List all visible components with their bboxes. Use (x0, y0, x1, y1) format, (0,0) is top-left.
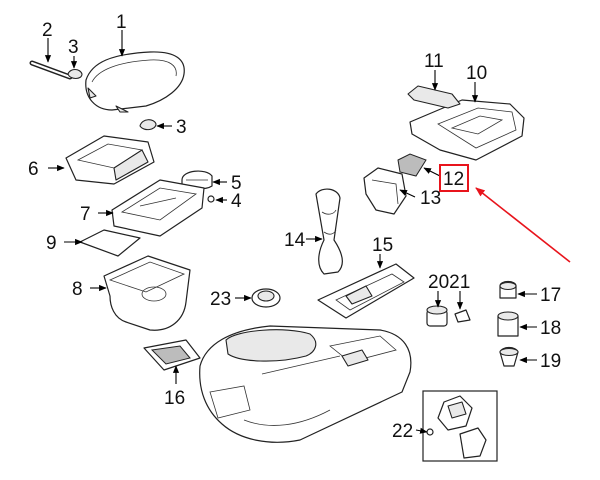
callout-19: 19 (540, 351, 561, 372)
highlight-arrow (475, 187, 571, 263)
callout-9: 9 (46, 233, 57, 254)
callout-10: 10 (466, 63, 487, 84)
callout-7: 7 (80, 204, 91, 225)
part-10-trim-panel (409, 99, 525, 161)
callout-12: 12 (443, 169, 464, 190)
callout-23: 23 (210, 289, 231, 310)
callout-8: 8 (72, 279, 83, 300)
part-8-storage-box (103, 255, 191, 331)
part-2-rod (29, 60, 73, 80)
part-20-plug (426, 305, 448, 327)
part-17-outlet (499, 280, 517, 299)
highlight-box (439, 164, 469, 192)
part-4-screw (207, 195, 215, 203)
part-14-shift-boot (315, 188, 343, 275)
callout-2: 2 (42, 20, 53, 41)
part-6-bin (65, 135, 155, 185)
callout-17: 17 (540, 285, 561, 306)
callout-16: 16 (164, 388, 185, 409)
part-1-armrest-lid (85, 51, 185, 113)
part-16-vent (143, 339, 201, 371)
callout-1: 1 (116, 12, 127, 33)
leader-lines (44, 30, 537, 434)
part-18-socket (497, 311, 519, 337)
part-15-shifter-bezel (317, 263, 415, 319)
part-21-clip (454, 309, 471, 323)
part-11-trim-piece (407, 85, 461, 109)
part-22-inset (422, 390, 498, 462)
callout-18: 18 (540, 318, 561, 339)
callout-5: 5 (231, 173, 242, 194)
part-3-clip-top (67, 68, 83, 80)
callout-4: 4 (231, 191, 242, 212)
part-9-mat (79, 229, 141, 257)
part-19-housing (499, 346, 519, 367)
callout-14: 14 (284, 230, 306, 251)
callout-labels: 1 2 3 3 4 5 6 7 8 9 10 11 12 13 14 15 16… (28, 12, 561, 442)
callout-3-top: 3 (68, 37, 79, 58)
part-13-bracket (363, 167, 407, 215)
callout-22: 22 (392, 421, 413, 442)
callout-2021: 2021 (428, 272, 470, 293)
callout-6: 6 (28, 159, 39, 180)
callout-11: 11 (424, 51, 444, 72)
callout-3-knob: 3 (176, 117, 187, 138)
part-12-switch (397, 153, 427, 177)
part-7-frame (111, 179, 205, 237)
callout-15: 15 (372, 235, 393, 256)
callout-13: 13 (420, 188, 441, 209)
part-3-knob (139, 119, 157, 131)
console-assembly (199, 325, 412, 443)
part-23-socket (251, 288, 281, 308)
